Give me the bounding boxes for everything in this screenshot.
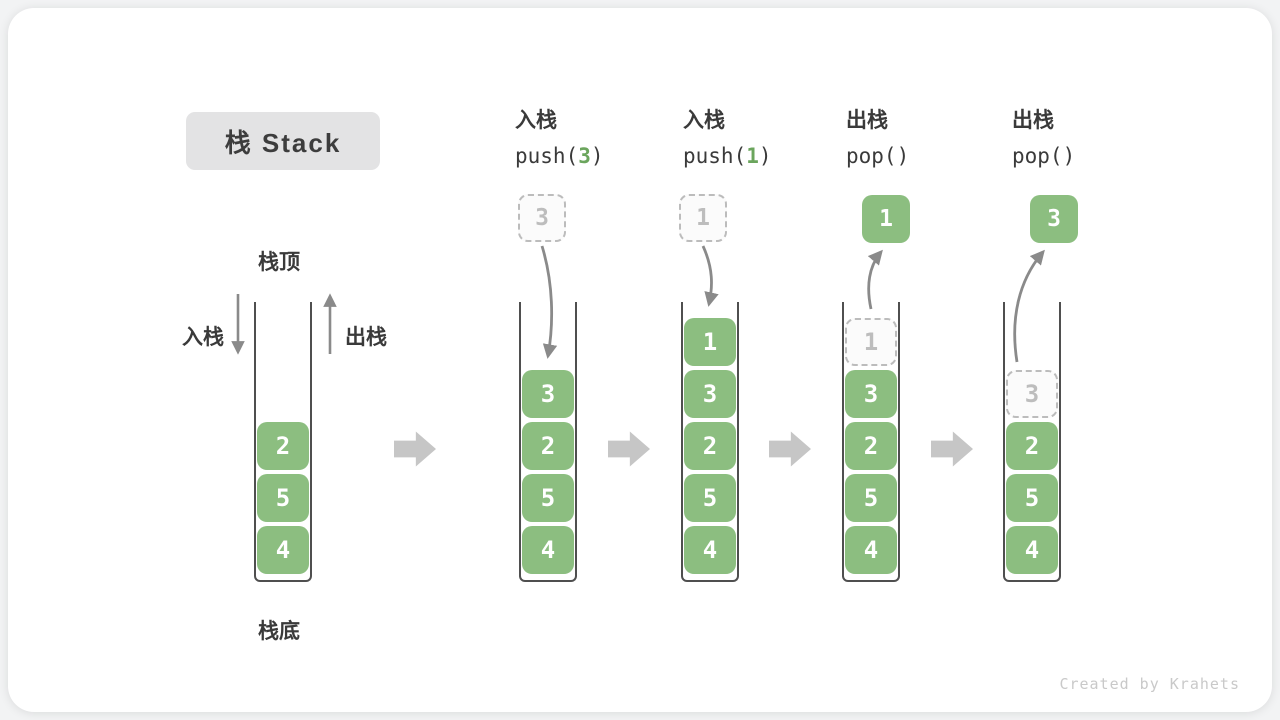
- stack-cell-ghost: 3: [1006, 370, 1058, 418]
- stack-cell: 2: [1006, 422, 1058, 470]
- stack-cell: 3: [845, 370, 897, 418]
- op-code: pop(): [846, 144, 910, 168]
- stack-cell: 4: [845, 526, 897, 574]
- stack-cell: 3: [522, 370, 574, 418]
- popped-value-box: 1: [862, 195, 910, 243]
- op-code: pop(): [1012, 144, 1076, 168]
- stack-cell: 4: [522, 526, 574, 574]
- op-code: push(3): [515, 144, 604, 168]
- stack-cell: 2: [522, 422, 574, 470]
- push-side-label: 入栈: [182, 326, 224, 349]
- stack-top-label: 栈顶: [258, 251, 300, 274]
- op-code: push(1): [683, 144, 772, 168]
- op-header-pop-1: 出栈 pop(): [846, 104, 1016, 174]
- watermark: Created by Krahets: [1059, 675, 1240, 693]
- op-label: 入栈: [683, 109, 725, 132]
- op-header-push-1: 入栈 push(1): [683, 104, 853, 174]
- page-title: 栈 Stack: [224, 127, 342, 158]
- stack-cell: 5: [845, 474, 897, 522]
- pop-side-label: 出栈: [345, 326, 387, 349]
- incoming-value-box: 1: [679, 194, 727, 242]
- stack-cell: 4: [1006, 526, 1058, 574]
- incoming-value-box: 3: [518, 194, 566, 242]
- stack-cell: 5: [522, 474, 574, 522]
- stack-cell: 1: [684, 318, 736, 366]
- title-chip: 栈 Stack: [186, 112, 380, 170]
- stack-bottom-label: 栈底: [258, 620, 300, 643]
- op-code-arg: 3: [578, 144, 591, 168]
- popped-value-box: 3: [1030, 195, 1078, 243]
- stack-cell-ghost: 1: [845, 318, 897, 366]
- op-label: 出栈: [846, 109, 888, 132]
- stack-cell: 5: [1006, 474, 1058, 522]
- op-header-pop-3: 出栈 pop(): [1012, 104, 1182, 174]
- stack-cell: 2: [845, 422, 897, 470]
- stack-cell: 2: [684, 422, 736, 470]
- stack-cell: 4: [257, 526, 309, 574]
- stack-cell: 4: [684, 526, 736, 574]
- stack-cell: 2: [257, 422, 309, 470]
- op-code-arg: 1: [746, 144, 759, 168]
- stack-cell: 5: [257, 474, 309, 522]
- op-header-push-3: 入栈 push(3): [515, 104, 685, 174]
- op-label: 入栈: [515, 109, 557, 132]
- stack-cell: 5: [684, 474, 736, 522]
- stack-cell: 3: [684, 370, 736, 418]
- op-label: 出栈: [1012, 109, 1054, 132]
